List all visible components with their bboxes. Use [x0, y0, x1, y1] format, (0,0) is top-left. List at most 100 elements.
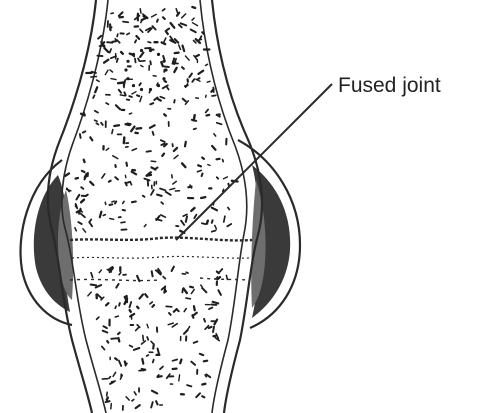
bone-speckle — [228, 208, 230, 210]
bone-speckle — [204, 361, 207, 362]
bone-speckle — [191, 208, 194, 211]
bone-speckle — [117, 40, 120, 43]
bone-speckle — [140, 96, 142, 101]
bone-speckle — [119, 273, 121, 275]
bone-speckle — [124, 92, 125, 95]
bone-speckle — [213, 327, 214, 332]
bone-speckle — [174, 68, 176, 72]
bone-speckle — [91, 273, 93, 278]
bone-speckle — [157, 195, 162, 196]
bone-speckle — [218, 290, 221, 295]
bone-speckle — [101, 123, 103, 125]
bone-speckle — [155, 168, 158, 170]
bone-speckle — [147, 324, 148, 328]
bone-speckle — [224, 216, 225, 222]
bone-speckle — [131, 127, 134, 132]
bone-speckle — [189, 74, 192, 78]
bone-speckle — [105, 48, 109, 52]
bone-speckle — [125, 175, 126, 177]
bone-speckle — [81, 187, 83, 189]
bone-speckle — [150, 125, 155, 128]
bone-speckle — [144, 225, 146, 227]
bone-speckle — [95, 111, 98, 113]
bone-speckle — [124, 68, 127, 71]
bone-speckle — [125, 362, 126, 365]
bone-speckle — [153, 132, 154, 135]
bone-speckle — [201, 197, 205, 198]
bone-speckle — [196, 393, 200, 397]
bone-speckle — [197, 78, 199, 79]
bone-speckle — [196, 55, 199, 56]
bone-speckle — [194, 306, 195, 310]
bone-speckle — [186, 84, 188, 88]
bone-speckle — [160, 97, 164, 99]
bone-speckle — [161, 62, 163, 66]
bone-speckle — [132, 149, 136, 151]
bone-speckle — [110, 70, 113, 72]
bone-speckle — [183, 99, 186, 102]
bone-speckle — [174, 309, 177, 312]
bone-speckle — [163, 277, 165, 279]
bone-speckle — [212, 220, 213, 223]
bone-speckle — [167, 29, 169, 30]
bone-speckle — [127, 33, 129, 34]
bone-speckle — [114, 125, 119, 126]
bone-speckle — [134, 348, 140, 350]
bone-speckle — [173, 181, 177, 184]
bone-speckle — [97, 317, 99, 319]
bone-speckle — [136, 405, 140, 408]
bone-speckle — [132, 400, 134, 401]
bone-speckle — [191, 289, 194, 293]
bone-speckle — [174, 148, 177, 151]
bone-speckle — [202, 384, 205, 385]
bone-speckle — [174, 155, 178, 158]
fused-joint-label: Fused joint — [338, 74, 441, 97]
bone-speckle — [186, 272, 188, 273]
bone-speckle — [76, 178, 78, 179]
bone-speckle — [164, 291, 166, 293]
bone-speckle — [204, 319, 205, 322]
bone-speckle — [202, 32, 203, 33]
bone-speckle — [106, 401, 110, 402]
bone-speckle — [164, 81, 166, 82]
bone-speckle — [223, 189, 224, 191]
bone-speckle — [156, 401, 158, 404]
bone-speckle — [173, 62, 176, 63]
bone-speckle — [149, 88, 152, 91]
bone-speckle — [90, 137, 92, 140]
bone-speckle — [103, 215, 105, 216]
bone-speckle — [90, 182, 93, 185]
bone-speckle — [102, 346, 105, 349]
bone-speckle — [81, 213, 85, 217]
bone-speckle — [120, 95, 125, 96]
bone-speckle — [111, 79, 116, 80]
bone-speckle — [115, 202, 116, 204]
bone-speckle — [147, 337, 148, 340]
bone-speckle — [187, 385, 191, 386]
bone-speckle — [123, 201, 124, 203]
joint-line-segment-lower — [70, 278, 248, 281]
bone-speckle — [172, 267, 174, 271]
bone-speckle — [126, 163, 127, 166]
bone-texture-speckles — [65, 7, 237, 410]
bone-speckle — [179, 25, 182, 28]
bone-speckle — [202, 158, 204, 159]
bone-speckle — [126, 60, 129, 63]
bone-speckle — [152, 305, 154, 307]
bone-speckle — [168, 323, 173, 325]
bone-speckle — [157, 20, 158, 22]
bone-speckle — [162, 60, 165, 63]
bone-speckle — [143, 335, 144, 340]
bone-speckle — [137, 307, 138, 309]
bone-speckle — [140, 29, 143, 32]
bone-speckle — [110, 219, 114, 220]
bone-speckle — [152, 271, 153, 276]
bone-speckle — [111, 381, 115, 382]
bone-speckle — [125, 297, 126, 299]
bone-speckle — [174, 100, 175, 103]
bone-speckle — [132, 92, 136, 94]
bone-speckle — [148, 42, 151, 43]
bone-speckle — [135, 59, 136, 63]
bone-speckle — [152, 14, 157, 17]
